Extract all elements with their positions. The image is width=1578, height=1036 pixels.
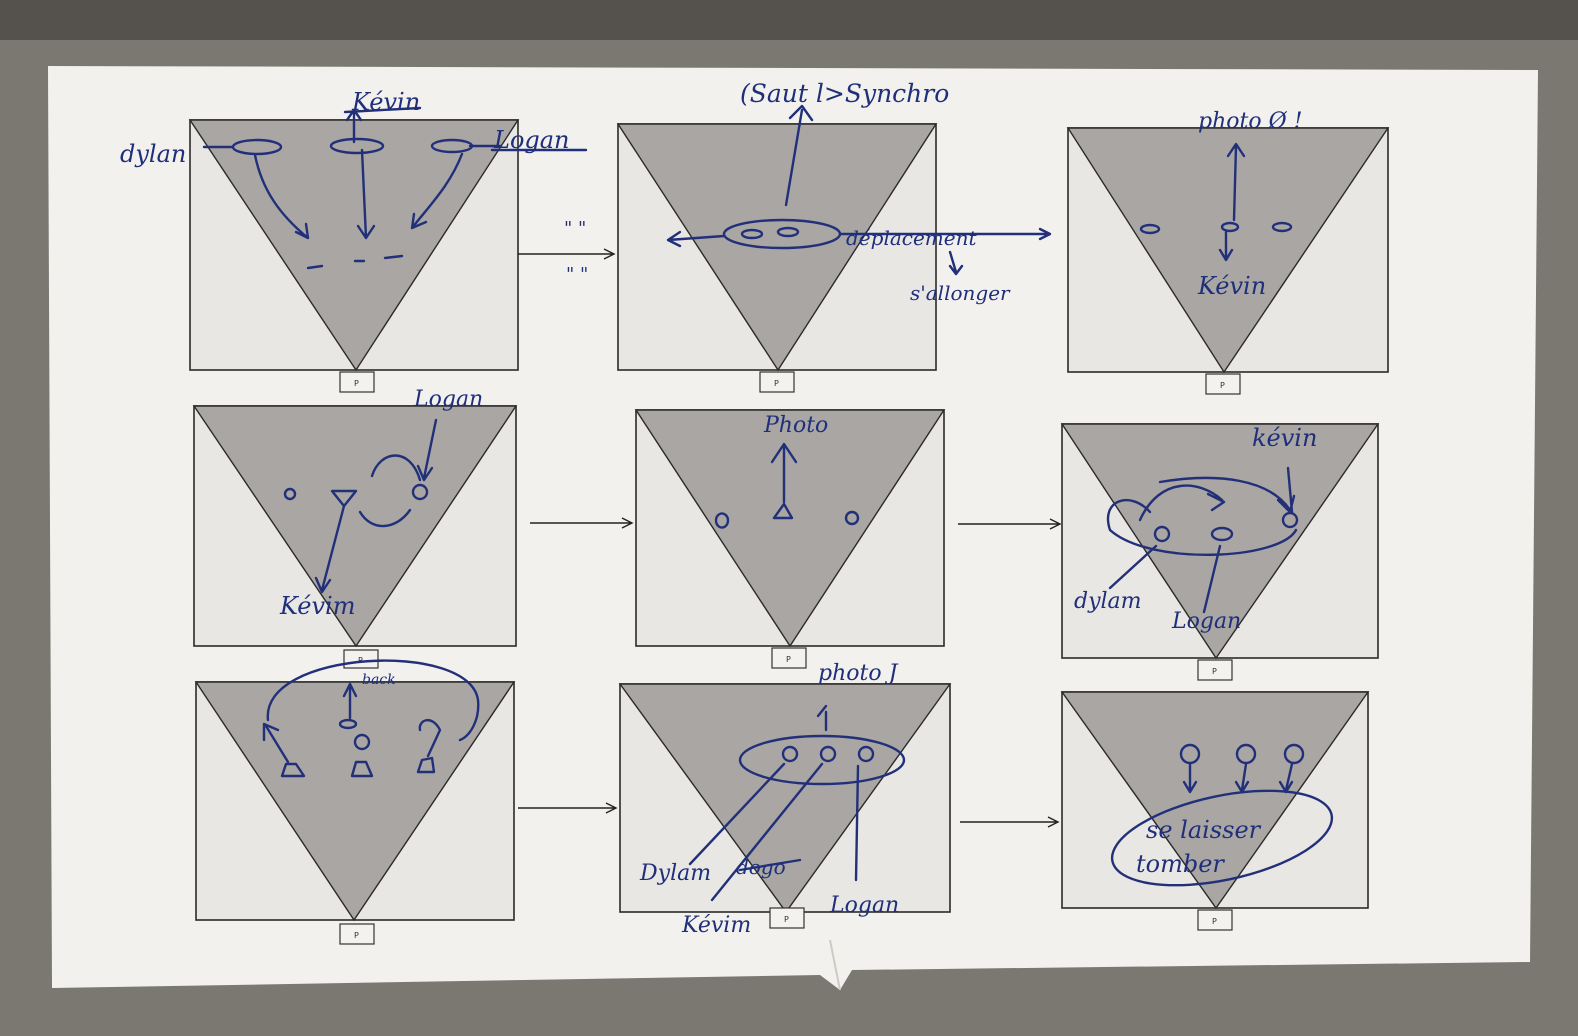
panel-9: P se laisser tomber [1062,692,1368,930]
panel-1: P Kévin dylan Logan [120,88,586,392]
panel-8: P photo J Dylam dogo Kévim Logan [620,661,950,938]
annotation-sallonger: s'allonger [910,281,1011,305]
annotation-deplacement: déplacement [846,226,977,250]
name-kevin: Kévin [1197,272,1266,300]
annotation-photo: photo J [818,661,899,686]
ditto-marks: " " [566,264,588,285]
panel-label: P [354,931,359,940]
name-kevin: Kévin [351,88,420,116]
panel-label: P [1212,917,1217,926]
panel-3: P photo Ø ! Kévin [1068,109,1388,394]
annotation-photo: Photo [763,413,828,438]
name-logan: Logan [413,387,483,412]
panel-5: P Photo [636,410,944,668]
panel-6: P kévin dylam Logan [1062,424,1378,680]
ditto-marks: " " [564,218,586,239]
panel-label: P [774,379,779,388]
panel-label: P [1220,381,1225,390]
panel-7: P back [196,661,514,944]
name-logan: Logan [1171,609,1241,634]
annotation-tomber: tomber [1136,850,1225,878]
name-logan: Logan [829,893,899,918]
name-kevin: kévin [1252,424,1317,452]
panel-label: P [784,915,789,924]
table-edge [0,0,1578,40]
panel-label: P [1212,667,1217,676]
annotation-photo: photo Ø ! [1198,109,1302,134]
name-dylan: dylan [120,140,186,168]
panel-4: P Logan Kévim [194,387,516,668]
name-logan: Logan [493,126,570,154]
name-dylan: dylam [1074,589,1142,614]
name-kevin: Kévim [681,913,751,938]
annotation-saut-synchro: (Saut l>Synchro [740,79,949,108]
name-dylan: Dylam [639,861,711,886]
annotation-back: back [362,672,396,688]
struck-name: dogo [736,855,786,879]
annotation-se-laisser: se laisser [1146,816,1262,844]
name-kevin: Kévim [279,592,355,620]
panel-label: P [786,655,791,664]
panel-label: P [354,379,359,388]
